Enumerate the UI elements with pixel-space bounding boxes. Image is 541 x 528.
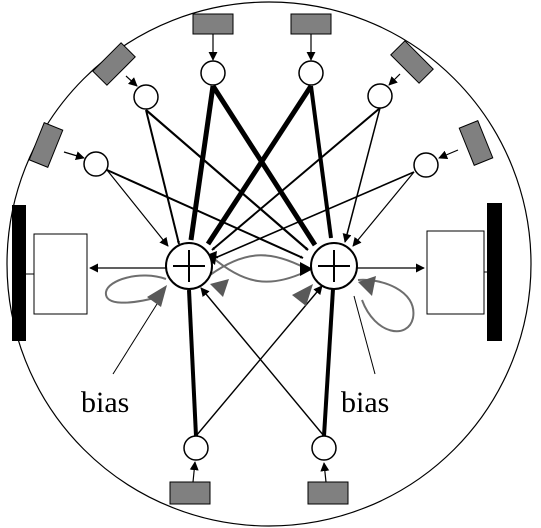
input-neurons <box>83 60 439 461</box>
neuron-bottom-left <box>183 435 209 461</box>
neuron-side-right <box>413 152 439 178</box>
sensor-upper-left <box>92 42 136 86</box>
left-self-loop <box>104 274 167 304</box>
neuron-side-left <box>83 151 109 177</box>
right-self-loop <box>357 278 415 333</box>
sensor-upper-right <box>390 40 434 84</box>
sensor-bottom-right <box>307 481 349 505</box>
robot-body <box>6 1 532 527</box>
sensor-bottom-left <box>169 481 211 505</box>
sensor-links <box>63 34 459 483</box>
right-motor <box>426 230 487 315</box>
bias-arrowheads <box>147 276 376 307</box>
bias-pointers <box>112 295 376 375</box>
links-to-right-sum <box>106 84 415 437</box>
neuron-upper-left <box>133 84 159 110</box>
neuron-top-right <box>298 60 324 86</box>
left-motor <box>26 233 88 315</box>
right-summation-unit <box>310 242 358 290</box>
sensor-top-right <box>290 13 332 35</box>
sensors <box>28 13 494 505</box>
lateral-curves <box>104 254 415 333</box>
neuron-bottom-right <box>311 435 337 461</box>
right-wheel <box>487 203 502 341</box>
sensor-side-left <box>28 122 64 168</box>
sensor-top-left <box>192 13 234 35</box>
links-to-left-sum <box>106 84 415 437</box>
left-summation-unit <box>165 242 213 290</box>
bias-label-right: bias <box>341 386 389 419</box>
neuron-upper-right <box>367 83 393 109</box>
neuron-top-left <box>200 60 226 86</box>
sensor-side-right <box>458 120 494 166</box>
lateral-arrow-head <box>300 262 313 276</box>
bias-label-left: bias <box>81 386 129 419</box>
left-wheel <box>12 205 26 341</box>
